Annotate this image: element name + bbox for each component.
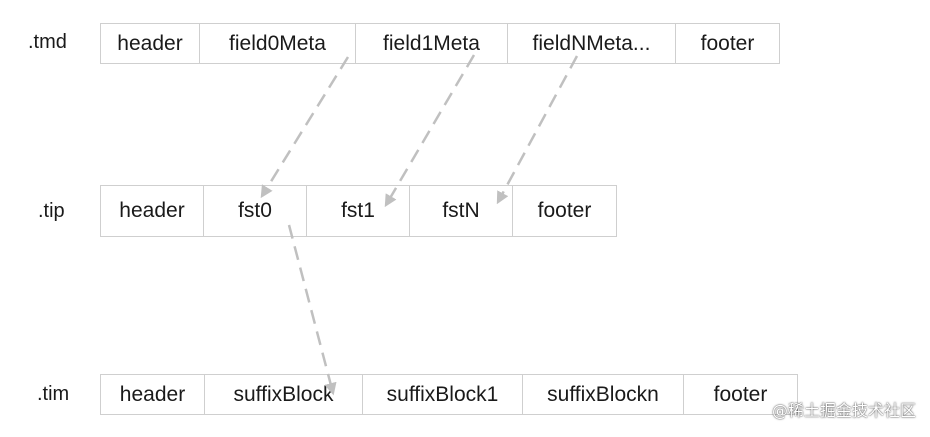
tip-row: header fst0 fst1 fstN footer [100, 185, 617, 237]
tim-cell-suffixblock: suffixBlock [205, 375, 363, 414]
tmd-row-label: .tmd [28, 31, 67, 53]
tim-cell-suffixblock1: suffixBlock1 [363, 375, 523, 414]
tmd-cell-footer: footer [700, 31, 755, 55]
tip-cell-footer: footer [537, 199, 592, 222]
arrow-field1meta-to-fst1 [384, 54, 476, 208]
arrow-fst0-to-suffixblock [287, 224, 337, 396]
tim-cell-suffixblockn: suffixBlockn [523, 375, 684, 414]
tim-row-label: .tim [37, 383, 70, 405]
tim-cell-footer: footer [713, 382, 768, 406]
tmd-cell-field0meta: field0Meta [200, 24, 356, 63]
tip-cell-header: header [101, 186, 204, 236]
tip-cell-fstn: fstN [410, 186, 513, 236]
tmd-cell-header: header [101, 24, 200, 63]
tim-row: header suffixBlock suffixBlock1 suffixBl… [100, 374, 798, 415]
watermark: @稀土掘金技术社区 [771, 401, 916, 420]
tip-cell-fst1: fst1 [307, 186, 410, 236]
arrow-fieldnmeta-to-fstn [496, 55, 579, 205]
tip-cell-fst0: fst0 [204, 186, 307, 236]
tip-row-label: .tip [38, 200, 65, 222]
tmd-cell-fieldnmeta: fieldNMeta... [508, 24, 676, 63]
tmd-row: header field0Meta field1Meta fieldNMeta.… [100, 23, 780, 64]
tim-cell-header: header [101, 375, 205, 414]
tmd-cell-field1meta: field1Meta [356, 24, 508, 63]
arrow-field0meta-to-fst0 [260, 56, 350, 199]
